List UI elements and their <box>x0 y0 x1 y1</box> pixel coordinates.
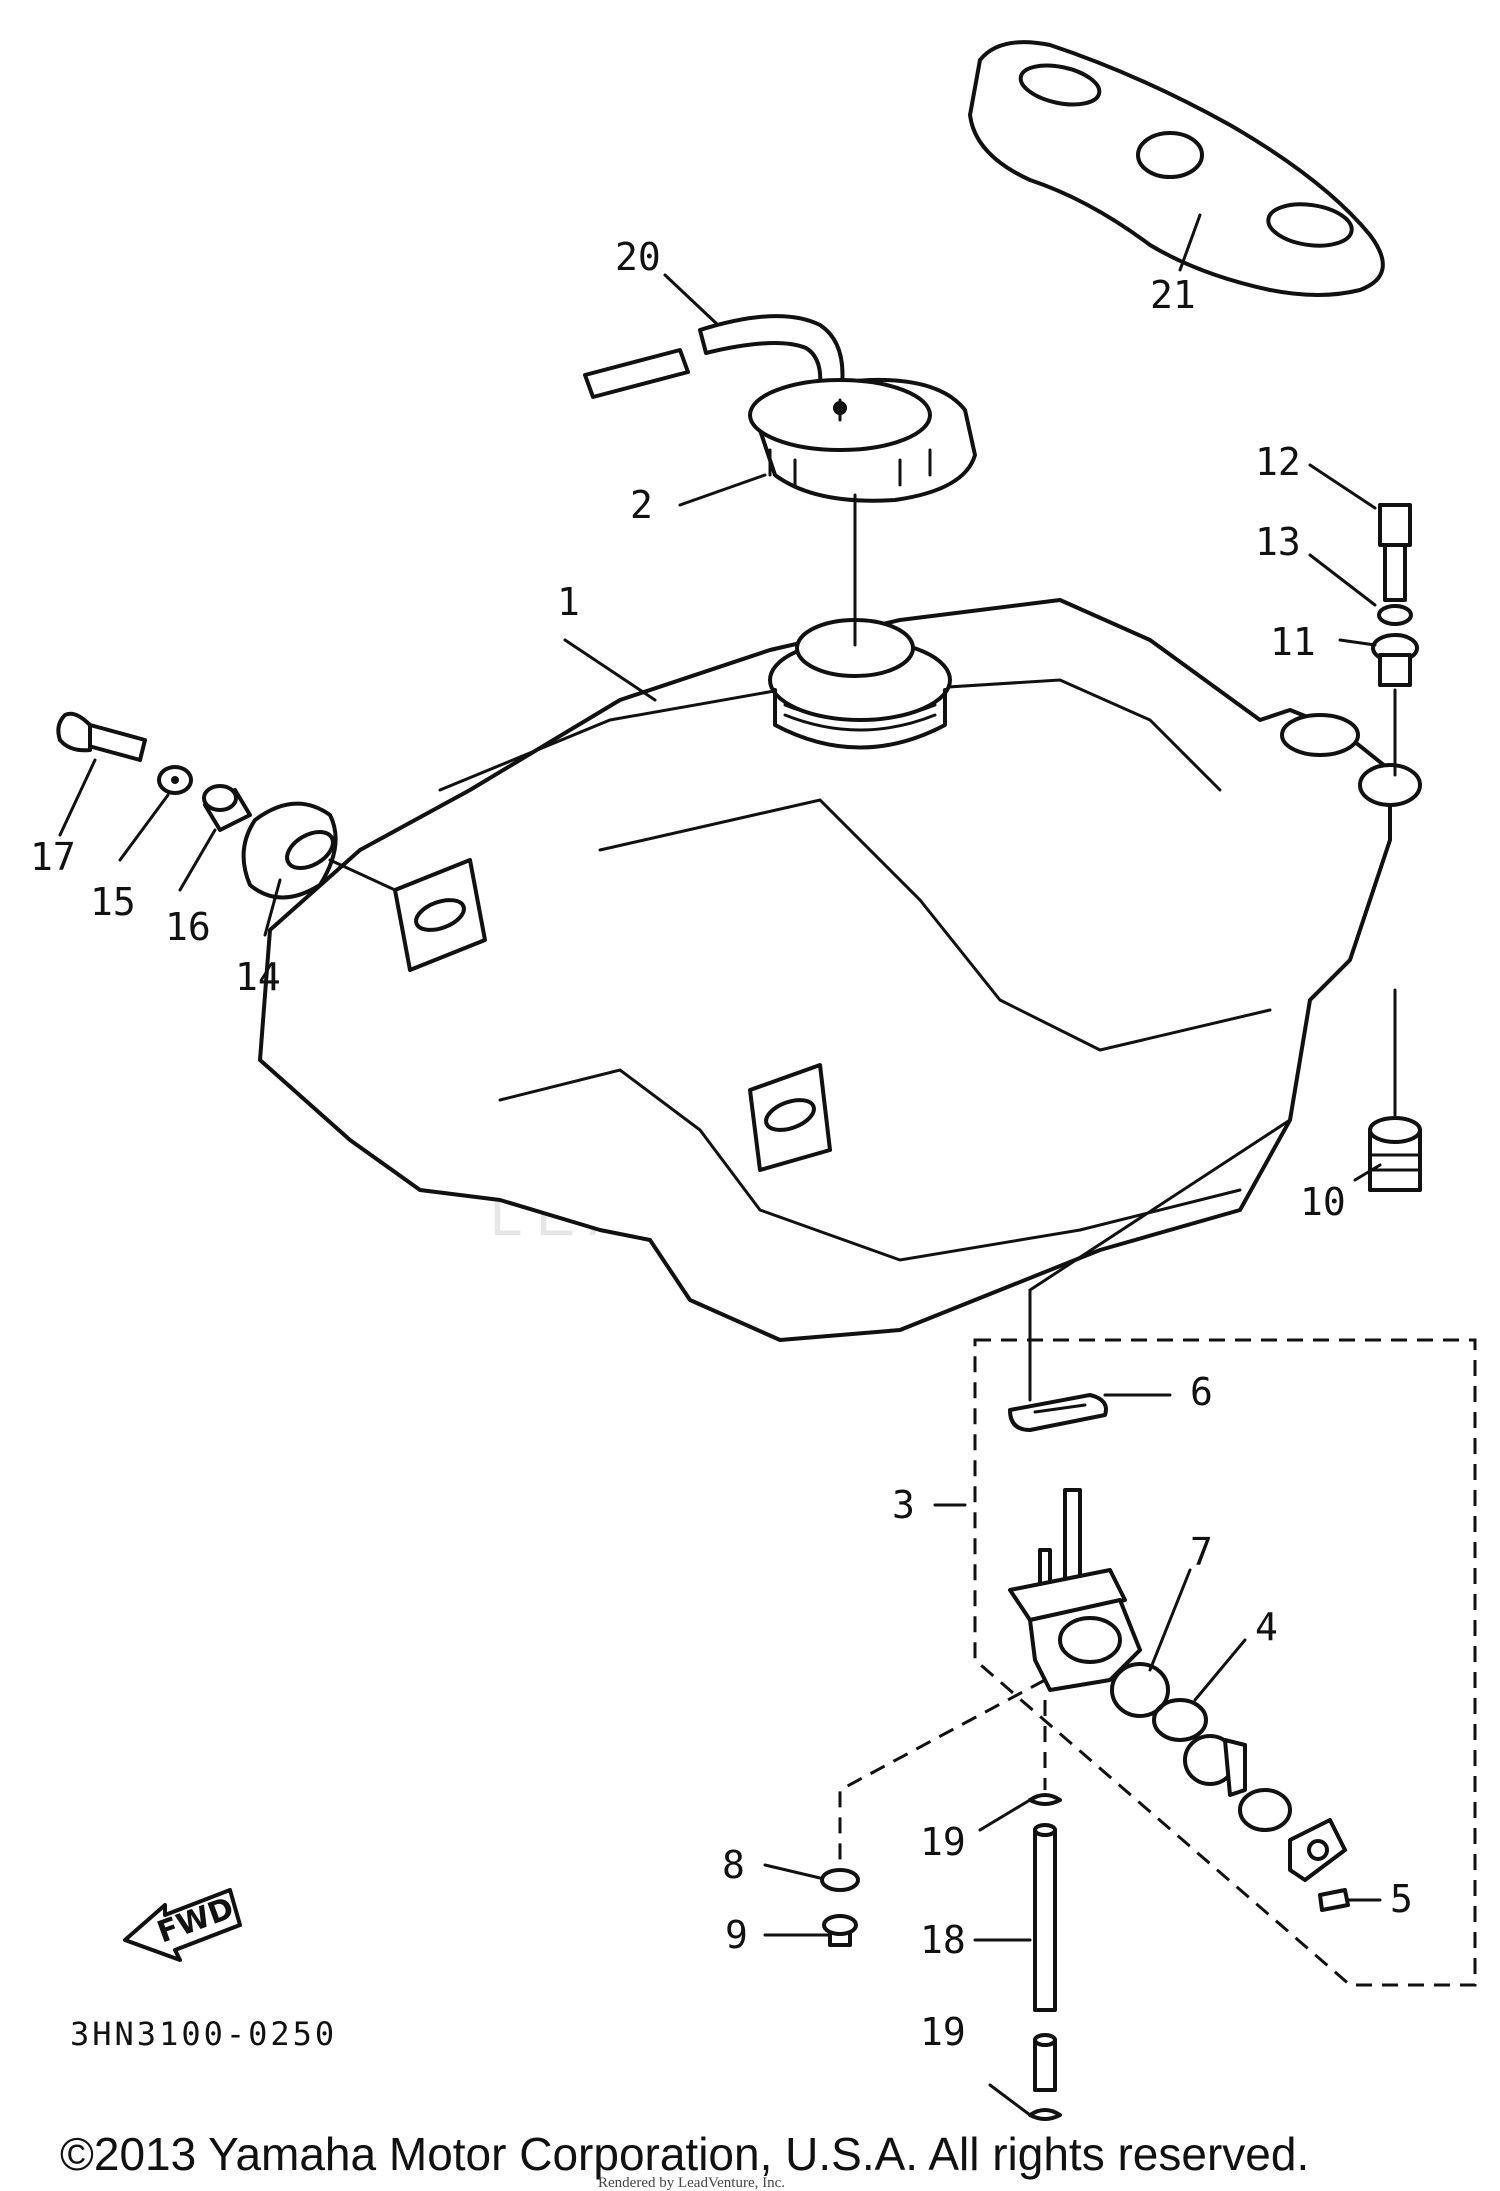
filter-part-7 <box>1110 1662 1170 1718</box>
leader-tank-cock <box>1028 1118 1292 1402</box>
clip-part-19b <box>1028 2108 1062 2121</box>
callout-18: 18 <box>920 1918 966 1962</box>
callout-6: 6 <box>1190 1370 1213 1414</box>
fuel-cock-group-box <box>973 1338 1477 1987</box>
washer-part-13 <box>1377 604 1413 626</box>
callout-1: 1 <box>557 580 580 624</box>
damper-part-10 <box>1368 1116 1422 1192</box>
callout-2: 2 <box>630 483 653 527</box>
fwd-arrow-icon: FWD <box>123 1888 242 1962</box>
callout-5: 5 <box>1390 1877 1413 1921</box>
plate-part <box>1288 1818 1347 1882</box>
hose-part-18 <box>1033 1823 1057 2092</box>
callout-10: 10 <box>1300 1180 1346 1224</box>
drain-screw-part-9 <box>822 1914 858 1947</box>
o-ring-part-4 <box>1152 1698 1208 1742</box>
lever-part <box>1183 1734 1247 1797</box>
o-ring-part-b <box>1238 1788 1292 1832</box>
callout-20: 20 <box>615 235 661 279</box>
callout-19b: 19 <box>920 2010 966 2054</box>
plate-part-21 <box>968 40 1385 297</box>
fuel-cock-body <box>1008 1488 1142 1692</box>
callout-leaders <box>58 213 1382 2117</box>
callout-17: 17 <box>30 835 76 879</box>
callout-3: 3 <box>892 1483 915 1527</box>
rendered-by-text: Rendered by LeadVenture, Inc. <box>598 2175 785 2191</box>
callout-4: 4 <box>1255 1605 1278 1649</box>
callout-9: 9 <box>725 1913 748 1957</box>
callout-19a: 19 <box>920 1820 966 1864</box>
damper-part-14 <box>241 801 338 900</box>
callout-8: 8 <box>722 1843 745 1887</box>
callout-16: 16 <box>165 905 211 949</box>
callout-7: 7 <box>1190 1530 1213 1574</box>
fuel-cap-part-2 <box>748 377 977 503</box>
callout-15: 15 <box>90 880 136 924</box>
callout-21: 21 <box>1150 273 1196 317</box>
gasket-part-6 <box>1008 1393 1108 1432</box>
callout-12: 12 <box>1255 440 1301 484</box>
callout-14: 14 <box>235 955 281 999</box>
collar-part-11 <box>1371 633 1419 687</box>
diagram-code: 3HN3100-0250 <box>70 2015 337 2053</box>
washer-part-15 <box>157 765 193 795</box>
bolt-part-12 <box>1378 503 1412 602</box>
callout-11: 11 <box>1270 620 1316 664</box>
collar-part-16 <box>202 784 252 832</box>
clip-part-19a <box>1028 1793 1062 1806</box>
leader-damper-tank <box>328 858 397 892</box>
screw-part-5 <box>1318 1888 1350 1912</box>
callout-13: 13 <box>1255 520 1301 564</box>
copyright-text: ©2013 Yamaha Motor Corporation, U.S.A. A… <box>60 2128 1309 2180</box>
callouts: 1 2 3 4 5 6 7 8 9 10 11 12 13 14 15 16 1… <box>30 235 1413 2054</box>
bolt-part-17 <box>56 711 147 762</box>
washer-part-8 <box>820 1868 860 1892</box>
fuel-tank-part-1 <box>258 598 1422 1342</box>
